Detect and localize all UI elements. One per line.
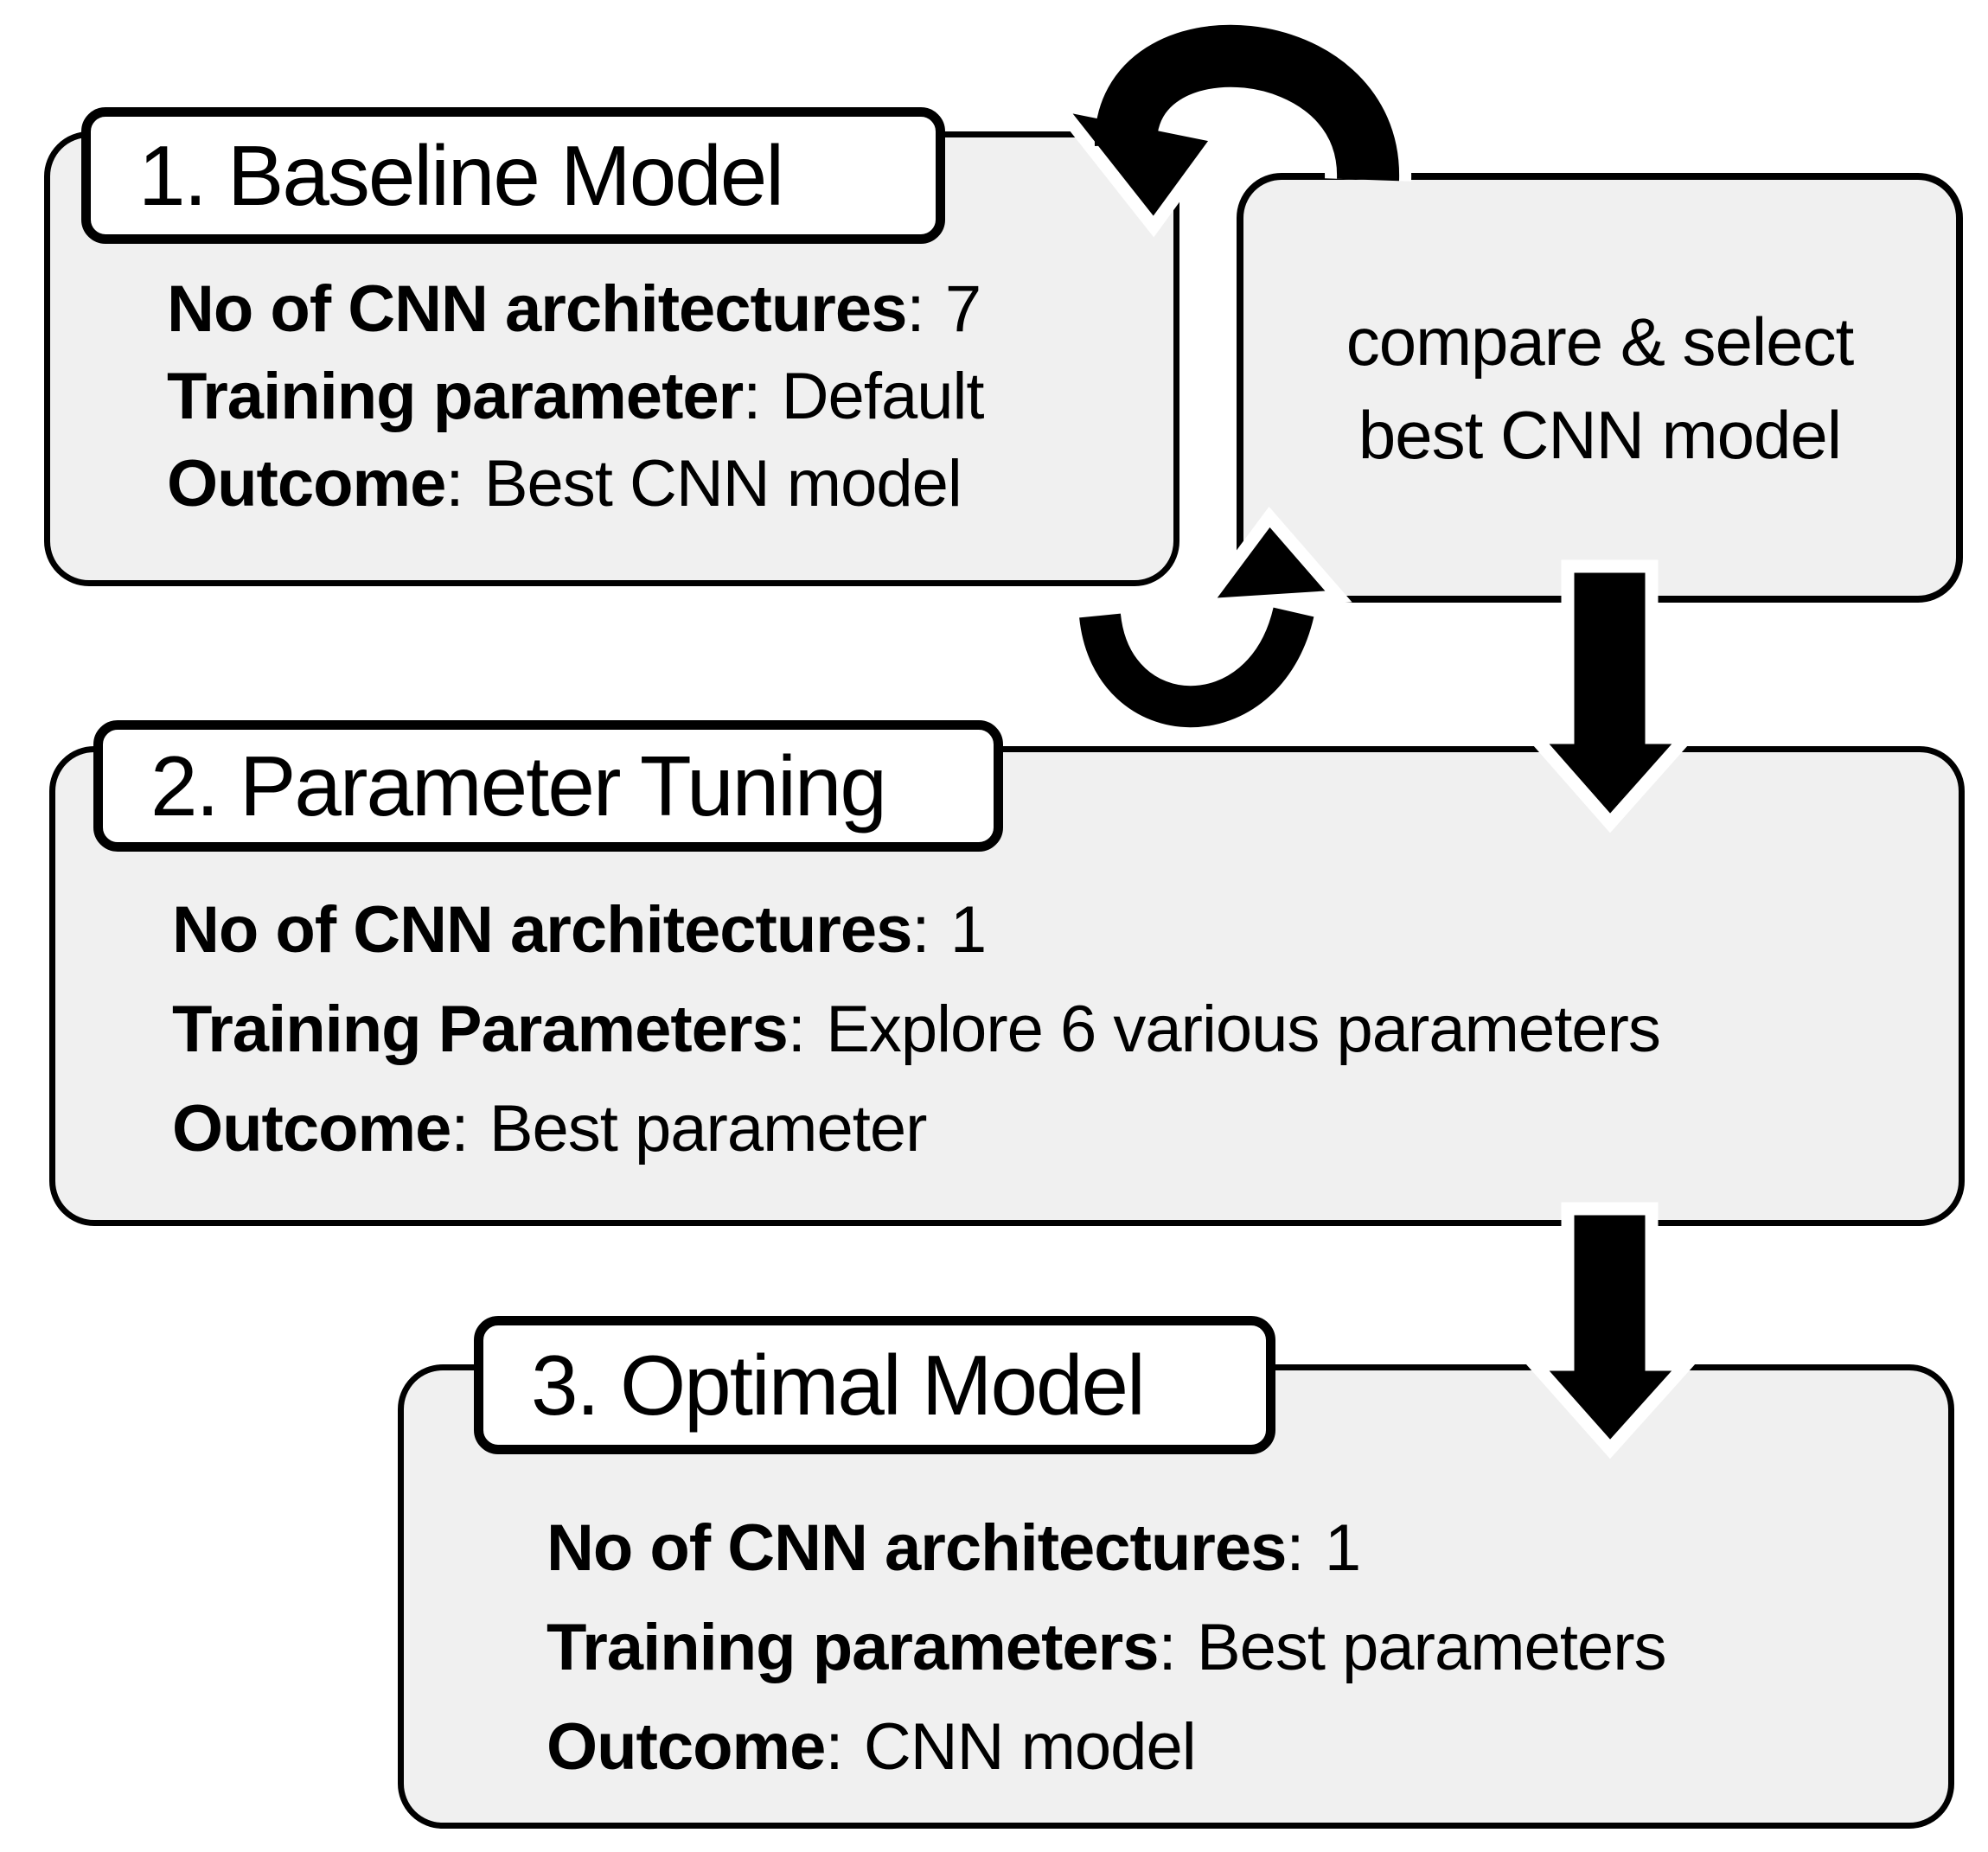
info-line: Outcome: CNN model — [547, 1697, 1666, 1797]
info-label: Outcome — [547, 1710, 826, 1784]
label-separator: : — [906, 272, 924, 346]
title-tab-baseline-model: 1. Baseline Model — [81, 107, 945, 244]
title-tab-label: 3. Optimal Model — [531, 1337, 1146, 1433]
info-value: Default — [781, 360, 985, 433]
info-value: 1 — [1324, 1511, 1361, 1585]
info-label: Training Parameters — [172, 993, 789, 1066]
info-label: No of CNN architectures — [172, 893, 912, 967]
title-tab-optimal-model: 3. Optimal Model — [474, 1316, 1275, 1454]
label-separator: : — [787, 993, 806, 1066]
info-value: Explore 6 various parameters — [826, 993, 1661, 1066]
info-value: CNN model — [863, 1710, 1197, 1784]
info-label: Training parameters — [547, 1611, 1159, 1684]
label-separator: : — [445, 447, 463, 520]
label-separator: : — [911, 893, 930, 967]
label-separator: : — [825, 1710, 843, 1784]
label-separator: : — [1158, 1611, 1177, 1684]
compare-select-line1: compare & select — [1346, 303, 1855, 380]
info-line: Outcome: Best parameter — [172, 1079, 1660, 1178]
compare-select-box: compare & select best CNN model — [1237, 173, 1963, 603]
info-value: Best CNN model — [483, 447, 962, 520]
info-value: Best parameters — [1196, 1611, 1667, 1684]
info-value: 1 — [949, 893, 987, 967]
info-label: No of CNN architectures — [547, 1511, 1287, 1585]
parameter-tuning-content: No of CNN architectures:1 Training Param… — [172, 880, 1661, 1178]
title-tab-label: 1. Baseline Model — [138, 127, 784, 223]
info-line: No of CNN architectures:7 — [167, 265, 983, 353]
title-tab-label: 2. Parameter Tuning — [150, 738, 887, 833]
info-line: No of CNN architectures:1 — [172, 880, 1660, 980]
label-separator: : — [1286, 1511, 1304, 1585]
info-value: Best parameter — [489, 1092, 928, 1165]
optimal-model-content: No of CNN architectures:1 Training param… — [547, 1498, 1667, 1797]
title-tab-parameter-tuning: 2. Parameter Tuning — [93, 720, 1003, 852]
info-label: Outcome — [167, 447, 446, 520]
baseline-model-content: No of CNN architectures:7 Training param… — [167, 265, 985, 527]
info-line: Outcome: Best CNN model — [167, 440, 983, 527]
compare-select-line2: best CNN model — [1358, 396, 1842, 473]
info-line: Training Parameters: Explore 6 various pa… — [172, 980, 1661, 1079]
info-line: No of CNN architectures:1 — [547, 1498, 1666, 1598]
info-value: 7 — [944, 272, 981, 346]
info-line: Training parameter: Default — [167, 353, 985, 440]
label-separator: : — [451, 1092, 469, 1165]
info-label: Outcome — [172, 1092, 451, 1165]
info-label: Training parameter — [167, 360, 744, 433]
info-label: No of CNN architectures — [167, 272, 907, 346]
info-line: Training parameters: Best parameters — [547, 1598, 1667, 1697]
label-separator: : — [743, 360, 761, 433]
